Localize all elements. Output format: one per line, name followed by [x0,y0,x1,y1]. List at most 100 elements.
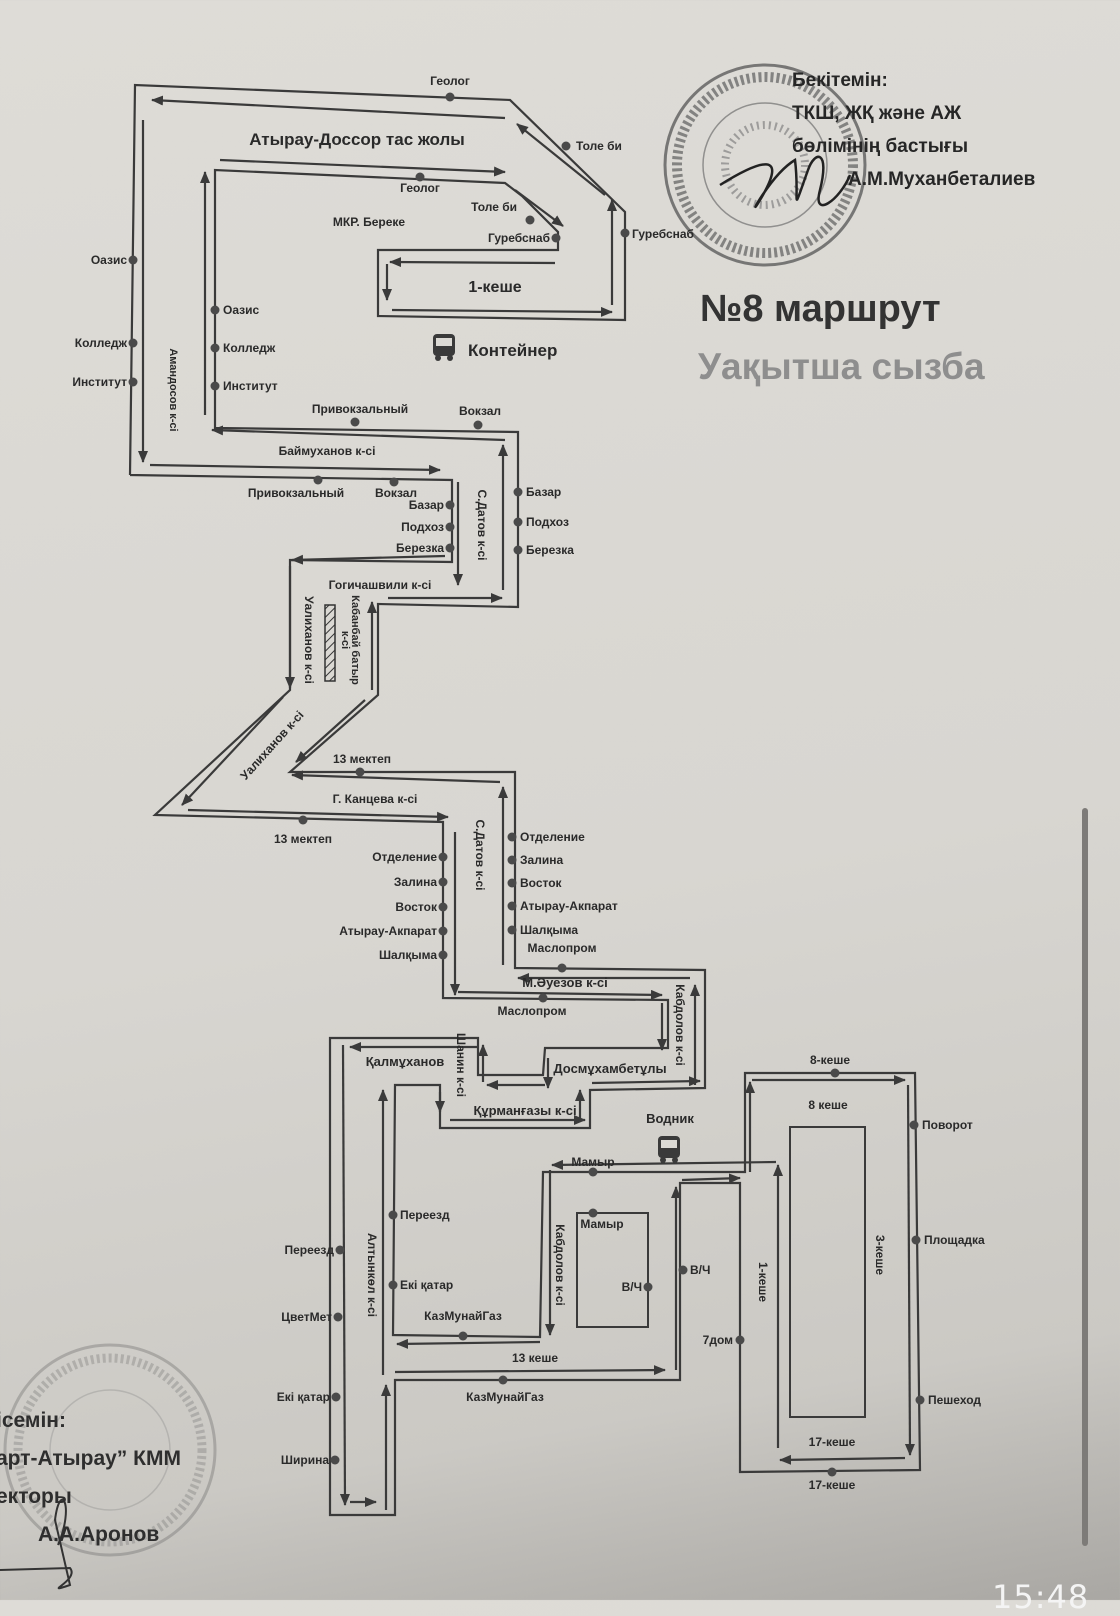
street-label: Кабанбай батыр [349,595,361,685]
direction-arrow [514,189,564,227]
stop-marker [525,215,535,225]
direction-arrow [295,699,366,763]
stop-label: Березка [396,541,444,555]
stop-marker [588,1208,598,1218]
approval-block-bottom: ісемін: арт-Атырау” КММ екторы А.А.Ароно… [0,1402,181,1554]
stop-marker [333,1312,343,1322]
stop-label: Привокзальный [248,486,344,500]
stop-label: 8-кеше [810,1053,850,1067]
stop-marker [210,343,220,353]
stop-label: Базар [526,485,561,499]
stop-label: 7дом [703,1333,733,1347]
stop-label: Залина [394,875,437,889]
stop-label: Толе би [471,200,517,214]
signature-bottom [0,1498,73,1590]
direction-arrow [681,1173,741,1184]
stop-marker [331,1392,341,1402]
stop-marker [735,1335,745,1345]
direction-arrow [591,1076,701,1087]
direction-arrow [187,808,449,822]
stop-label: Атырау-Акпарат [520,899,618,913]
stop-label: КазМунайГаз [466,1390,544,1404]
stop-marker [830,1068,840,1078]
bus-icon [658,1136,680,1163]
street-label: М.Әуезов к-сі [522,975,608,990]
district-label: МКР. Береке [333,215,406,229]
stop-label: Атырау-Акпарат [339,924,437,938]
scrollbar[interactable] [1082,808,1088,1546]
stop-label: Березка [526,543,574,557]
stop-label: Гуребснаб [488,231,550,245]
street-label: Уалиханов к-сі [302,596,316,684]
stop-marker [557,963,567,973]
direction-arrow [391,306,613,317]
stop-label: 17-кеше [809,1478,856,1492]
agreed-position: екторы [0,1485,72,1508]
stop-label: Геолог [430,74,470,88]
direction-arrow [396,1338,541,1349]
terminal-label-vodnik: Водник [646,1111,694,1126]
stop-marker [588,1167,598,1177]
stop-label: Маслопром [528,941,597,955]
stop-marker [513,517,523,527]
direction-arrow [219,158,506,177]
direction-arrow [181,696,284,806]
stop-marker [445,500,455,510]
stop-label: Оазис [223,303,259,317]
stop-marker [388,1210,398,1220]
stop-marker [128,377,138,387]
stop-marker [507,855,517,865]
street-label: С.Датов к-сі [473,820,487,891]
stop-marker [513,545,523,555]
stop-marker [678,1265,688,1275]
stop-marker [445,92,455,102]
stop-label: Институт [72,375,127,389]
street-label: Кабдолов к-сі [673,984,687,1065]
street-label: Алтынкөл к-сі [365,1233,379,1317]
terminal-label-container: Контейнер [468,341,557,360]
stop-label: 13 мектеп [333,752,391,766]
stop-marker [498,1375,508,1385]
stop-label: Пешеход [928,1393,981,1407]
stop-label: Отделение [372,850,437,864]
block-1-keshe [789,1126,866,1418]
route-title: №8 маршрут [700,288,941,330]
direction-arrow [551,1159,777,1170]
stop-marker [561,141,571,151]
direction-arrow [394,1365,666,1376]
stop-label: Екі қатар [400,1278,453,1292]
stop-label: Геолог [400,181,440,195]
street-label: 3-кеше [873,1235,887,1275]
stop-marker [438,902,448,912]
closed-road-hatch [324,604,336,682]
stop-marker [388,1280,398,1290]
direction-arrow [904,1084,915,1456]
stop-marker [438,877,448,887]
street-label: к-сі [339,631,351,649]
stop-marker [128,338,138,348]
route-subtitle: Уақытша сызба [698,346,985,387]
stop-marker [128,255,138,265]
agreed-title: ісемін: [0,1409,66,1432]
street-label: Гогичашвили к-сі [329,578,432,592]
bus-icon [433,334,455,361]
approval-dept: ТКШ, ЖҚ және АЖ [792,103,962,124]
stop-label: Переезд [400,1208,450,1222]
stop-label: Толе би [576,139,622,153]
stop-label: Маслопром [498,1004,567,1018]
stop-marker [438,950,448,960]
street-label: Шанин к-сі [454,1033,468,1097]
direction-arrow [211,425,506,442]
stop-label: Привокзальный [312,402,408,416]
direction-arrow [291,770,501,784]
approval-position: бөлімінің бастығы [792,136,969,157]
stop-label: Колледж [75,336,128,350]
stop-label: Подхоз [526,515,569,529]
stop-label: Поворот [922,1118,973,1132]
stop-marker [355,767,365,777]
stop-label: Отделение [520,830,585,844]
street-label: Құрманғазы к-сі [473,1103,576,1118]
stop-marker [350,417,360,427]
direction-arrows [138,95,915,1510]
